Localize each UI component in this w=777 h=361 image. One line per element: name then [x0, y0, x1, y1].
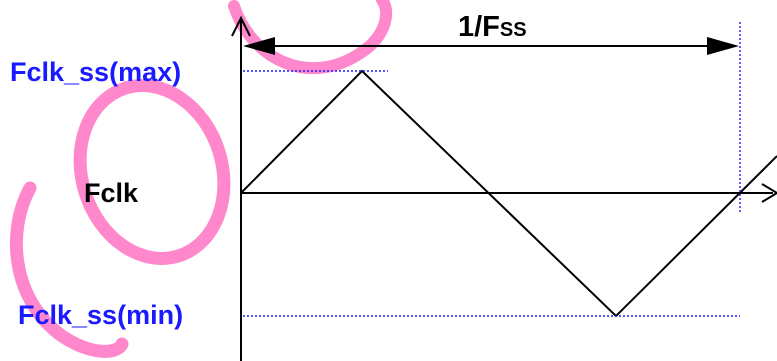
max-frequency-label: Fclk_ss(max) [10, 57, 182, 87]
triangle-waveform [240, 69, 777, 318]
nominal-frequency-label: Fclk [84, 178, 139, 208]
y-axis-arrowhead [231, 15, 251, 37]
period-label-subscript: SS [499, 19, 527, 41]
period-arrowhead-right [707, 37, 739, 55]
period-arrowhead-left [243, 37, 275, 55]
watermark-arc-top [228, 0, 393, 75]
period-label-main: 1/F [458, 11, 500, 43]
x-axis-arrowhead [761, 183, 777, 203]
min-frequency-label: Fclk_ss(min) [18, 300, 184, 330]
watermark-logo [9, 0, 393, 358]
watermark-arc-bottom [9, 181, 129, 358]
watermark-ellipse [73, 79, 231, 265]
period-label: 1/FSS [458, 13, 527, 42]
